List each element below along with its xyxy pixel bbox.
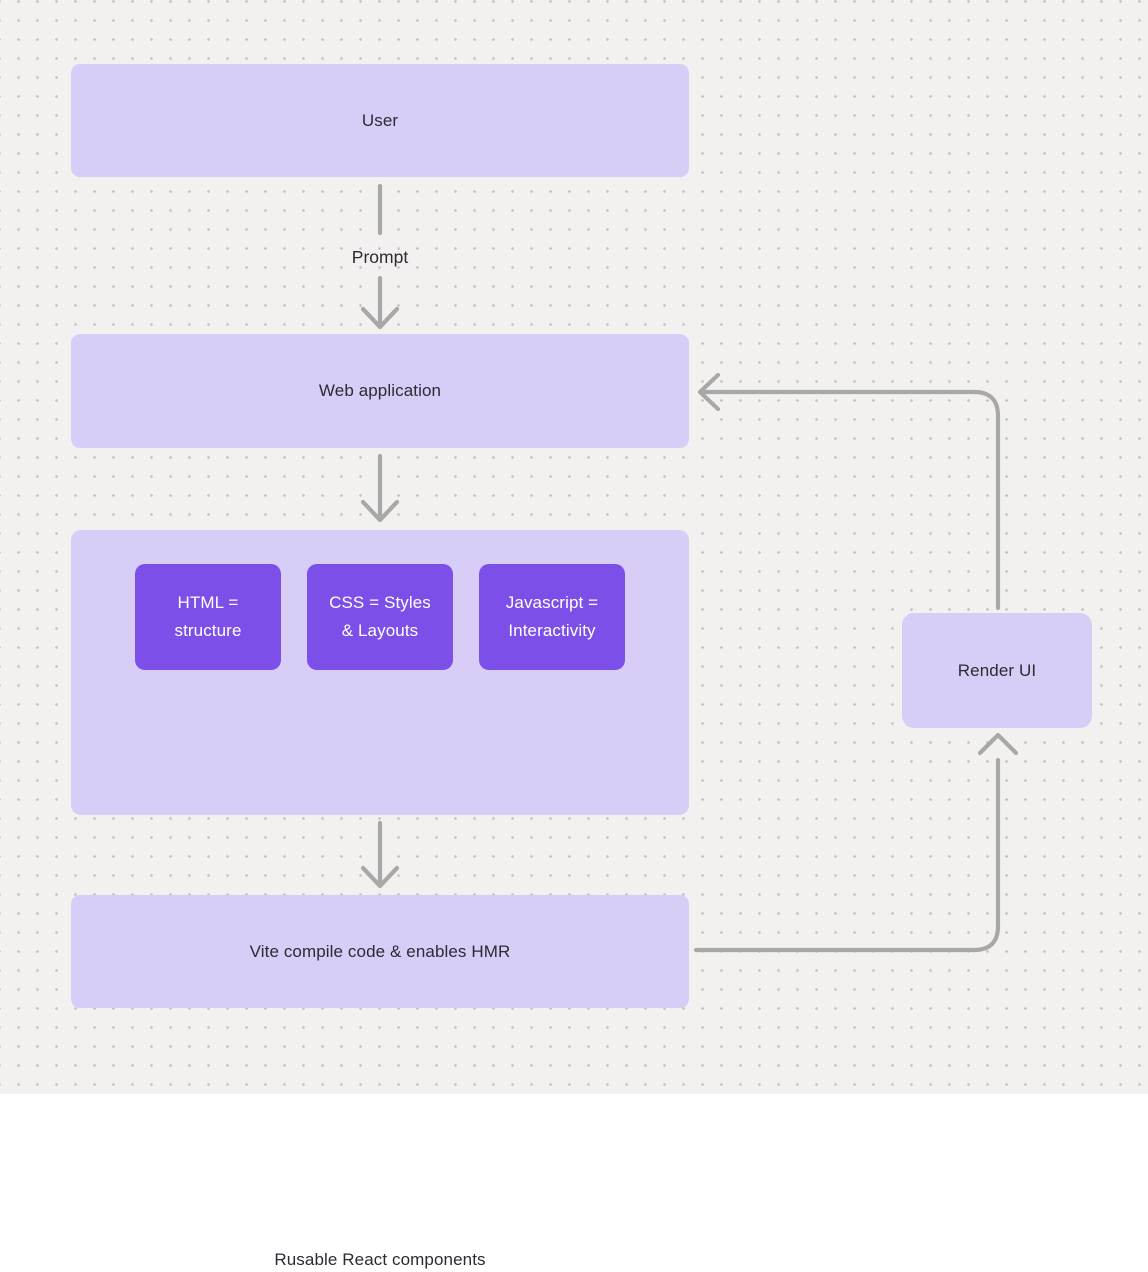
components-inner-row: HTML = structure CSS = Styles & Layouts …: [71, 564, 689, 670]
node-vite-label: Vite compile code & enables HMR: [249, 941, 511, 961]
node-web-application-label: Web application: [318, 381, 442, 400]
edge-components-vite-arrowhead-icon: [360, 865, 400, 889]
node-components-group: HTML = structure CSS = Styles & Layouts …: [71, 530, 689, 1269]
edge-renderui-webapp-arrowhead-icon: [697, 372, 721, 412]
node-vite: Vite compile code & enables HMR: [71, 895, 689, 1008]
node-render-ui-label: Render UI: [957, 660, 1037, 680]
edge-label-prompt: Prompt: [351, 247, 409, 267]
components-caption: Rusable React components: [274, 1250, 486, 1269]
node-html-label: HTML = structure: [174, 593, 242, 640]
node-javascript: Javascript = Interactivity: [479, 564, 625, 670]
edge-user-webapp-arrowhead-icon: [360, 306, 400, 330]
edge-webapp-components-arrowhead-icon: [360, 499, 400, 523]
node-render-ui: Render UI: [902, 613, 1092, 728]
node-user-label: User: [361, 110, 399, 130]
edge-renderui-webapp-line: [698, 389, 1001, 611]
node-css-label: CSS = Styles & Layouts: [329, 593, 431, 640]
node-javascript-label: Javascript = Interactivity: [505, 593, 599, 640]
edge-vite-renderui-line: [693, 757, 1001, 953]
node-web-application: Web application: [71, 334, 689, 448]
node-html: HTML = structure: [135, 564, 281, 670]
edge-vite-renderui-arrowhead-icon: [977, 732, 1019, 756]
node-user: User: [71, 64, 689, 177]
node-css: CSS = Styles & Layouts: [307, 564, 453, 670]
